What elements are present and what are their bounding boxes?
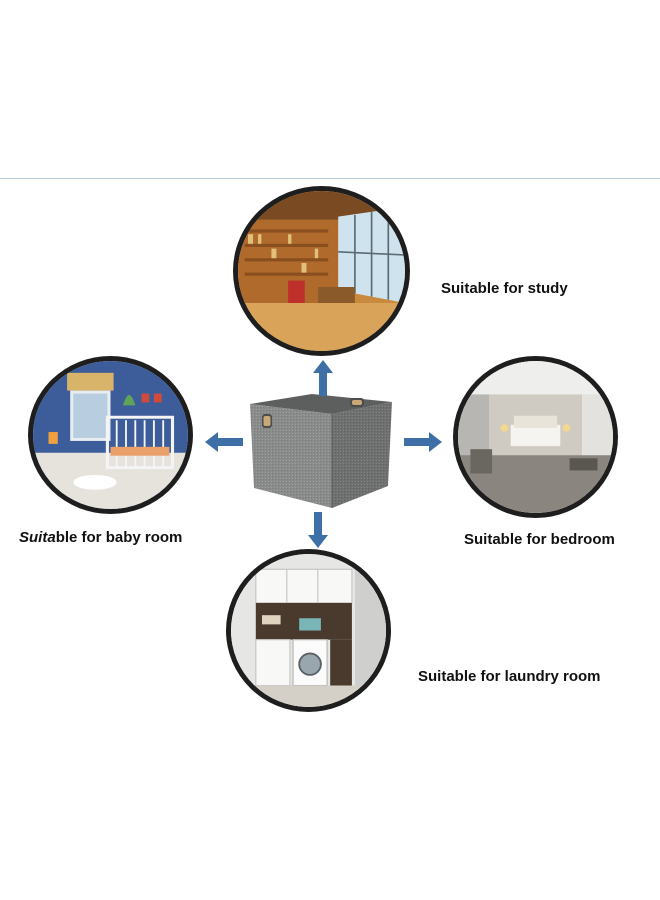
arrow-up-icon: [313, 360, 333, 396]
arrow-down-icon: [308, 512, 328, 548]
baby-room-photo: [28, 356, 193, 514]
label-laundry-room: Suitable for laundry room: [418, 668, 601, 685]
storage-box-image: [248, 392, 394, 510]
label-baby-room-rest: ble for baby room: [55, 529, 183, 546]
label-baby-room-italic: Suita: [19, 529, 56, 546]
label-bedroom: Suitable for bedroom: [464, 531, 615, 548]
bedroom-photo: [453, 356, 618, 518]
arrow-left-icon: [205, 432, 243, 452]
label-study: Suitable for study: [441, 280, 568, 297]
top-divider-line: [0, 178, 660, 179]
study-room-photo: [233, 186, 410, 356]
label-baby-room: Suitable for baby room: [19, 529, 182, 546]
arrow-right-icon: [404, 432, 442, 452]
laundry-room-photo: [226, 549, 391, 712]
